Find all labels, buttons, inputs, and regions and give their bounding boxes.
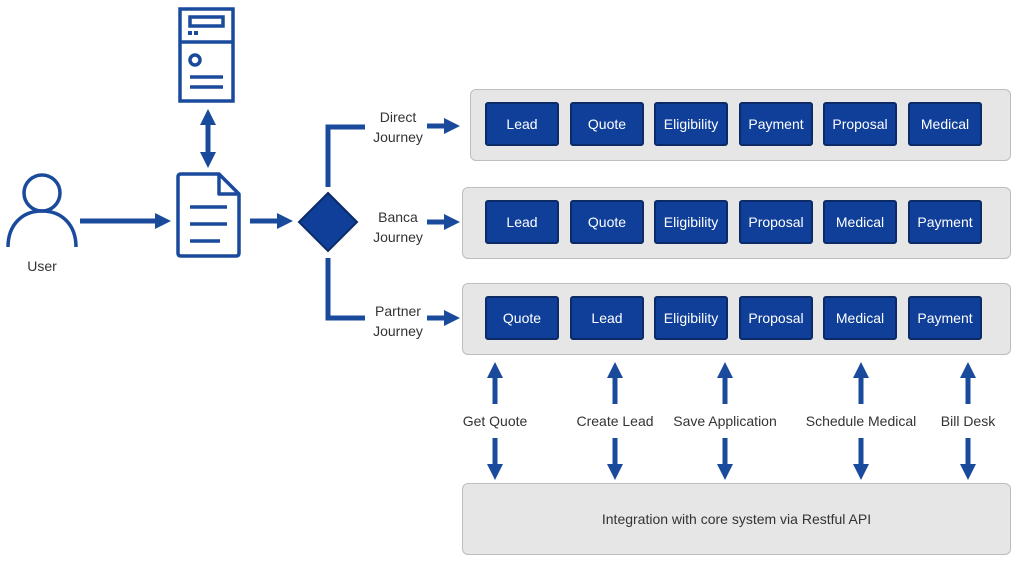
journey-label-line1: Banca	[378, 209, 418, 225]
connector-lines	[80, 108, 461, 327]
server-dots	[188, 31, 198, 35]
document-icon	[176, 172, 241, 258]
journey-label-direct: Direct Journey	[364, 107, 432, 147]
step-box: Eligibility	[654, 200, 728, 244]
step-box: Proposal	[739, 296, 813, 340]
step-box: Medical	[908, 102, 982, 146]
step-box: Medical	[823, 200, 897, 244]
journey-label-banca: Banca Journey	[364, 207, 432, 247]
step-box: Quote	[570, 200, 644, 244]
branch-partner	[325, 258, 365, 321]
user-icon	[6, 173, 78, 248]
journey-label-line1: Direct	[379, 109, 417, 125]
step-box: Medical	[823, 296, 897, 340]
step-box: Lead	[570, 296, 644, 340]
journey-label-line2: Journey	[373, 323, 423, 339]
journey-label-partner: Partner Journey	[364, 301, 432, 341]
step-box: Quote	[570, 102, 644, 146]
step-box: Payment	[739, 102, 813, 146]
integration-label-bill-desk: Bill Desk	[940, 413, 996, 429]
integration-label-create-lead: Create Lead	[576, 413, 654, 429]
decision-diamond	[297, 191, 359, 253]
core-system-box: Integration with core system via Restful…	[462, 483, 1011, 555]
branch-direct	[325, 124, 365, 187]
step-box: Eligibility	[654, 296, 728, 340]
step-box: Lead	[485, 200, 559, 244]
server-icon	[178, 7, 235, 103]
step-box: Quote	[485, 296, 559, 340]
step-box: Lead	[485, 102, 559, 146]
journey-label-line1: Partner	[375, 303, 421, 319]
journey-label-line2: Journey	[373, 229, 423, 245]
step-box: Proposal	[823, 102, 897, 146]
integration-arrows	[486, 361, 977, 481]
core-system-label: Integration with core system via Restful…	[601, 511, 872, 527]
step-box: Proposal	[739, 200, 813, 244]
integration-label-save-application: Save Application	[673, 413, 777, 429]
integration-label-schedule-medical: Schedule Medical	[805, 413, 917, 429]
step-box: Payment	[908, 296, 982, 340]
step-box: Eligibility	[654, 102, 728, 146]
journey-label-line2: Journey	[373, 129, 423, 145]
integration-label-get-quote: Get Quote	[462, 413, 528, 429]
step-box: Payment	[908, 200, 982, 244]
user-label: User	[27, 258, 57, 274]
